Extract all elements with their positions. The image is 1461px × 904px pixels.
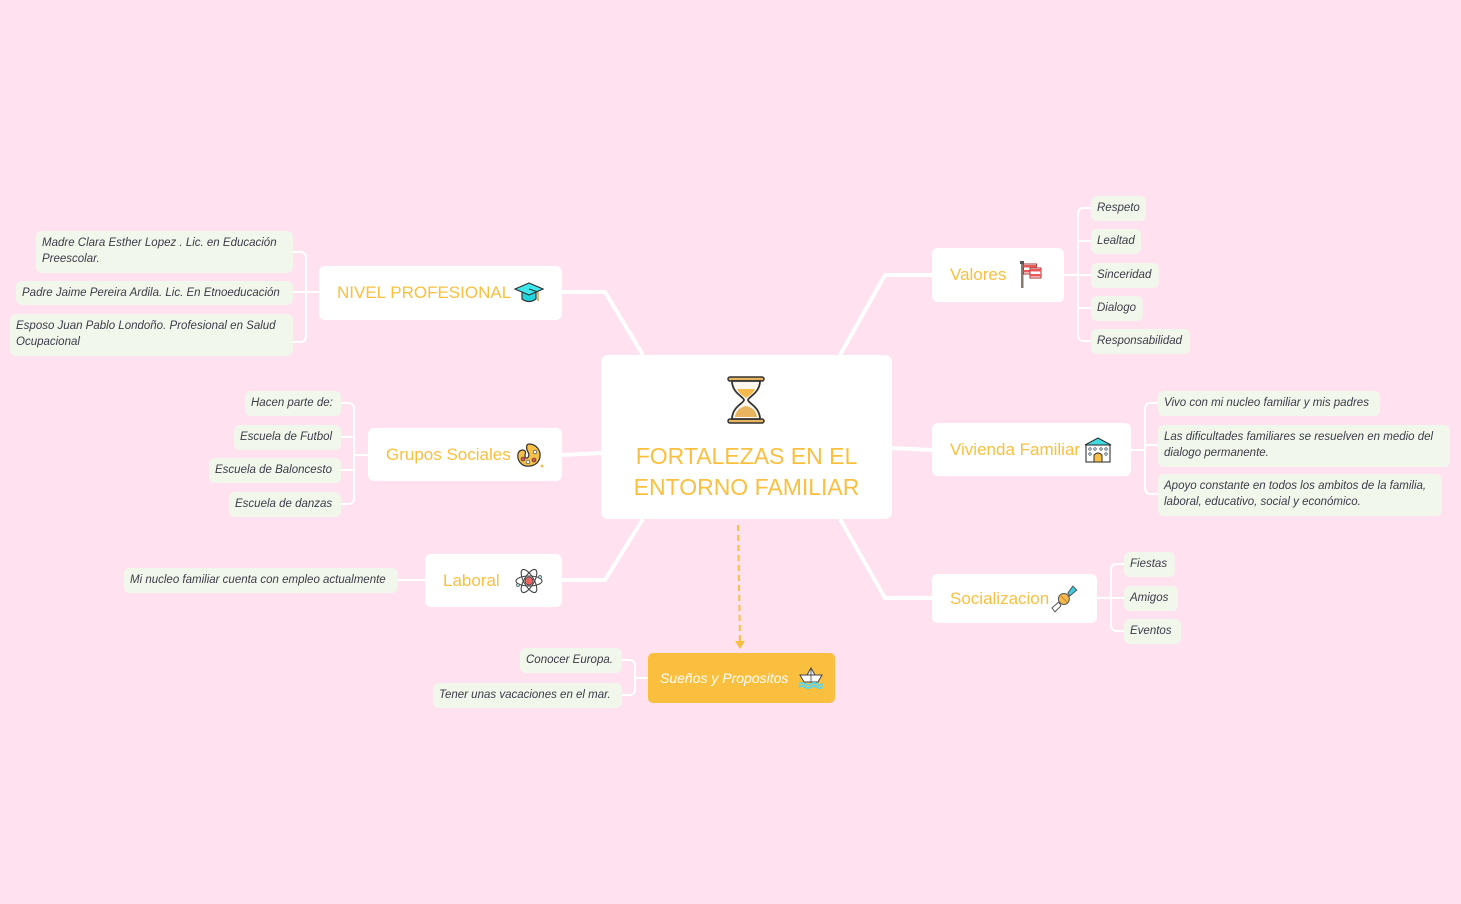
candy-icon <box>1051 584 1078 613</box>
leaf-nivel-1[interactable]: Madre Clara Esther Lopez . Lic. en Educa… <box>36 231 293 273</box>
topic-valores[interactable]: Valores <box>932 248 1064 302</box>
leaf-socializacion-2[interactable]: Amigos <box>1124 586 1178 611</box>
topic-nivel-profesional[interactable]: NIVEL PROFESIONAL <box>319 266 562 320</box>
topic-label: Grupos Sociales <box>386 444 511 464</box>
leaf-grupos-4[interactable]: Escuela de danzas <box>229 492 341 517</box>
topic-laboral[interactable]: Laboral <box>425 554 562 607</box>
leaf-suenos-1[interactable]: Conocer Europa. <box>520 648 622 673</box>
paper-boat-icon <box>798 666 824 689</box>
building-icon <box>1084 436 1112 463</box>
palette-icon <box>517 442 544 467</box>
topic-socializacion[interactable]: Socializacion <box>932 574 1097 623</box>
central-title-line2: ENTORNO FAMILIAR <box>633 474 860 500</box>
leaf-vivienda-2[interactable]: Las dificultades familiares se resuelven… <box>1158 425 1450 467</box>
leaf-nivel-3[interactable]: Esposo Juan Pablo Londoño. Profesional e… <box>10 314 293 356</box>
flag-icon <box>1020 261 1042 288</box>
topic-label: NIVEL PROFESIONAL <box>337 283 512 302</box>
leaf-socializacion-3[interactable]: Eventos <box>1124 619 1181 644</box>
atom-icon <box>515 568 543 593</box>
leaf-grupos-3[interactable]: Escuela de Baloncesto <box>209 458 341 483</box>
leaf-vivienda-3[interactable]: Apoyo constante en todos los ambitos de … <box>1158 474 1442 516</box>
topic-label: Laboral <box>443 570 500 590</box>
central-title-line1: FORTALEZAS EN EL <box>635 443 858 469</box>
leaf-laboral-1[interactable]: Mi nucleo familiar cuenta con empleo act… <box>124 568 398 593</box>
leaf-grupos-2[interactable]: Escuela de Futbol <box>234 425 341 450</box>
leaf-valores-1[interactable]: Respeto <box>1091 196 1146 221</box>
topic-label: Vivienda Familiar <box>950 439 1081 459</box>
leaf-socializacion-1[interactable]: Fiestas <box>1124 552 1175 577</box>
topic-suenos-propositos[interactable]: Sueños y Propositos <box>648 653 835 703</box>
leaf-nivel-2[interactable]: Padre Jaime Pereira Ardila. Lic. En Etno… <box>16 281 293 305</box>
leaf-valores-5[interactable]: Responsabilidad <box>1091 329 1190 354</box>
hourglass-icon <box>727 376 765 424</box>
topic-grupos-sociales[interactable]: Grupos Sociales <box>368 428 562 481</box>
leaf-valores-2[interactable]: Lealtad <box>1091 229 1141 254</box>
central-topic[interactable]: FORTALEZAS EN EL ENTORNO FAMILIAR <box>601 355 892 519</box>
topic-label: Sueños y Propositos <box>660 670 789 686</box>
leaf-vivienda-1[interactable]: Vivo con mi nucleo familiar y mis padres <box>1158 391 1380 416</box>
graduation-cap-icon <box>514 282 544 303</box>
leaf-valores-3[interactable]: Sinceridad <box>1091 263 1159 288</box>
leaf-grupos-1[interactable]: Hacen parte de: <box>245 391 341 416</box>
topic-vivienda-familiar[interactable]: Vivienda Familiar <box>932 423 1131 476</box>
topic-label: Valores <box>950 265 1007 284</box>
topic-label: Socializacion <box>950 588 1050 608</box>
leaf-suenos-2[interactable]: Tener unas vacaciones en el mar. <box>433 683 622 708</box>
leaf-valores-4[interactable]: Dialogo <box>1091 296 1143 321</box>
